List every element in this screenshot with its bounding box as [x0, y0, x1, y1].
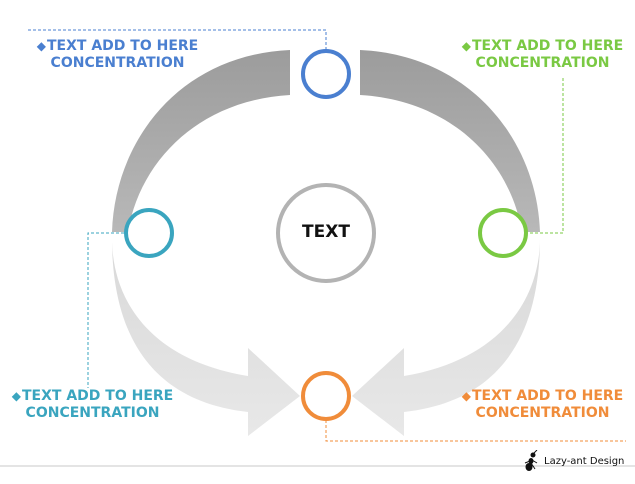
center-text: TEXT	[302, 222, 350, 242]
ant-icon	[524, 450, 538, 471]
brand-text: Lazy-ant Design	[544, 455, 625, 467]
arrow-bottom-left	[112, 238, 300, 436]
label-line1: TEXT ADD TO HERE	[472, 38, 624, 54]
node-circle-green	[478, 208, 528, 258]
diamond-bullet-icon: ◆	[11, 389, 21, 403]
center-circle	[276, 183, 376, 283]
connector-green	[530, 77, 564, 234]
label-top-left: ◆TEXT ADD TO HERE CONCENTRATION	[30, 38, 205, 72]
label-top-right: ◆TEXT ADD TO HERE CONCENTRATION	[460, 38, 625, 72]
label-line2: CONCENTRATION	[50, 55, 185, 71]
diamond-bullet-icon: ◆	[461, 389, 471, 403]
arc-top-right	[360, 50, 540, 232]
label-line2: CONCENTRATION	[475, 405, 610, 421]
label-line2: CONCENTRATION	[475, 55, 610, 71]
connector-orange	[325, 420, 626, 442]
node-circle-teal	[124, 208, 174, 258]
connector-blue	[28, 29, 327, 50]
node-circle-blue	[301, 49, 351, 99]
label-line1: TEXT ADD TO HERE	[472, 388, 624, 404]
diamond-bullet-icon: ◆	[36, 39, 46, 53]
node-circle-orange	[301, 371, 351, 421]
label-line2: CONCENTRATION	[25, 405, 160, 421]
brand-logo: Lazy-ant Design	[523, 450, 624, 472]
arc-top-left	[112, 50, 290, 232]
label-line1: TEXT ADD TO HERE	[22, 388, 174, 404]
diamond-bullet-icon: ◆	[461, 39, 471, 53]
arrow-bottom-right	[352, 238, 540, 436]
connector-teal	[87, 232, 124, 388]
label-line1: TEXT ADD TO HERE	[47, 38, 199, 54]
label-bottom-right: ◆TEXT ADD TO HERE CONCENTRATION	[460, 388, 625, 422]
label-bottom-left: ◆TEXT ADD TO HERE CONCENTRATION	[10, 388, 175, 422]
